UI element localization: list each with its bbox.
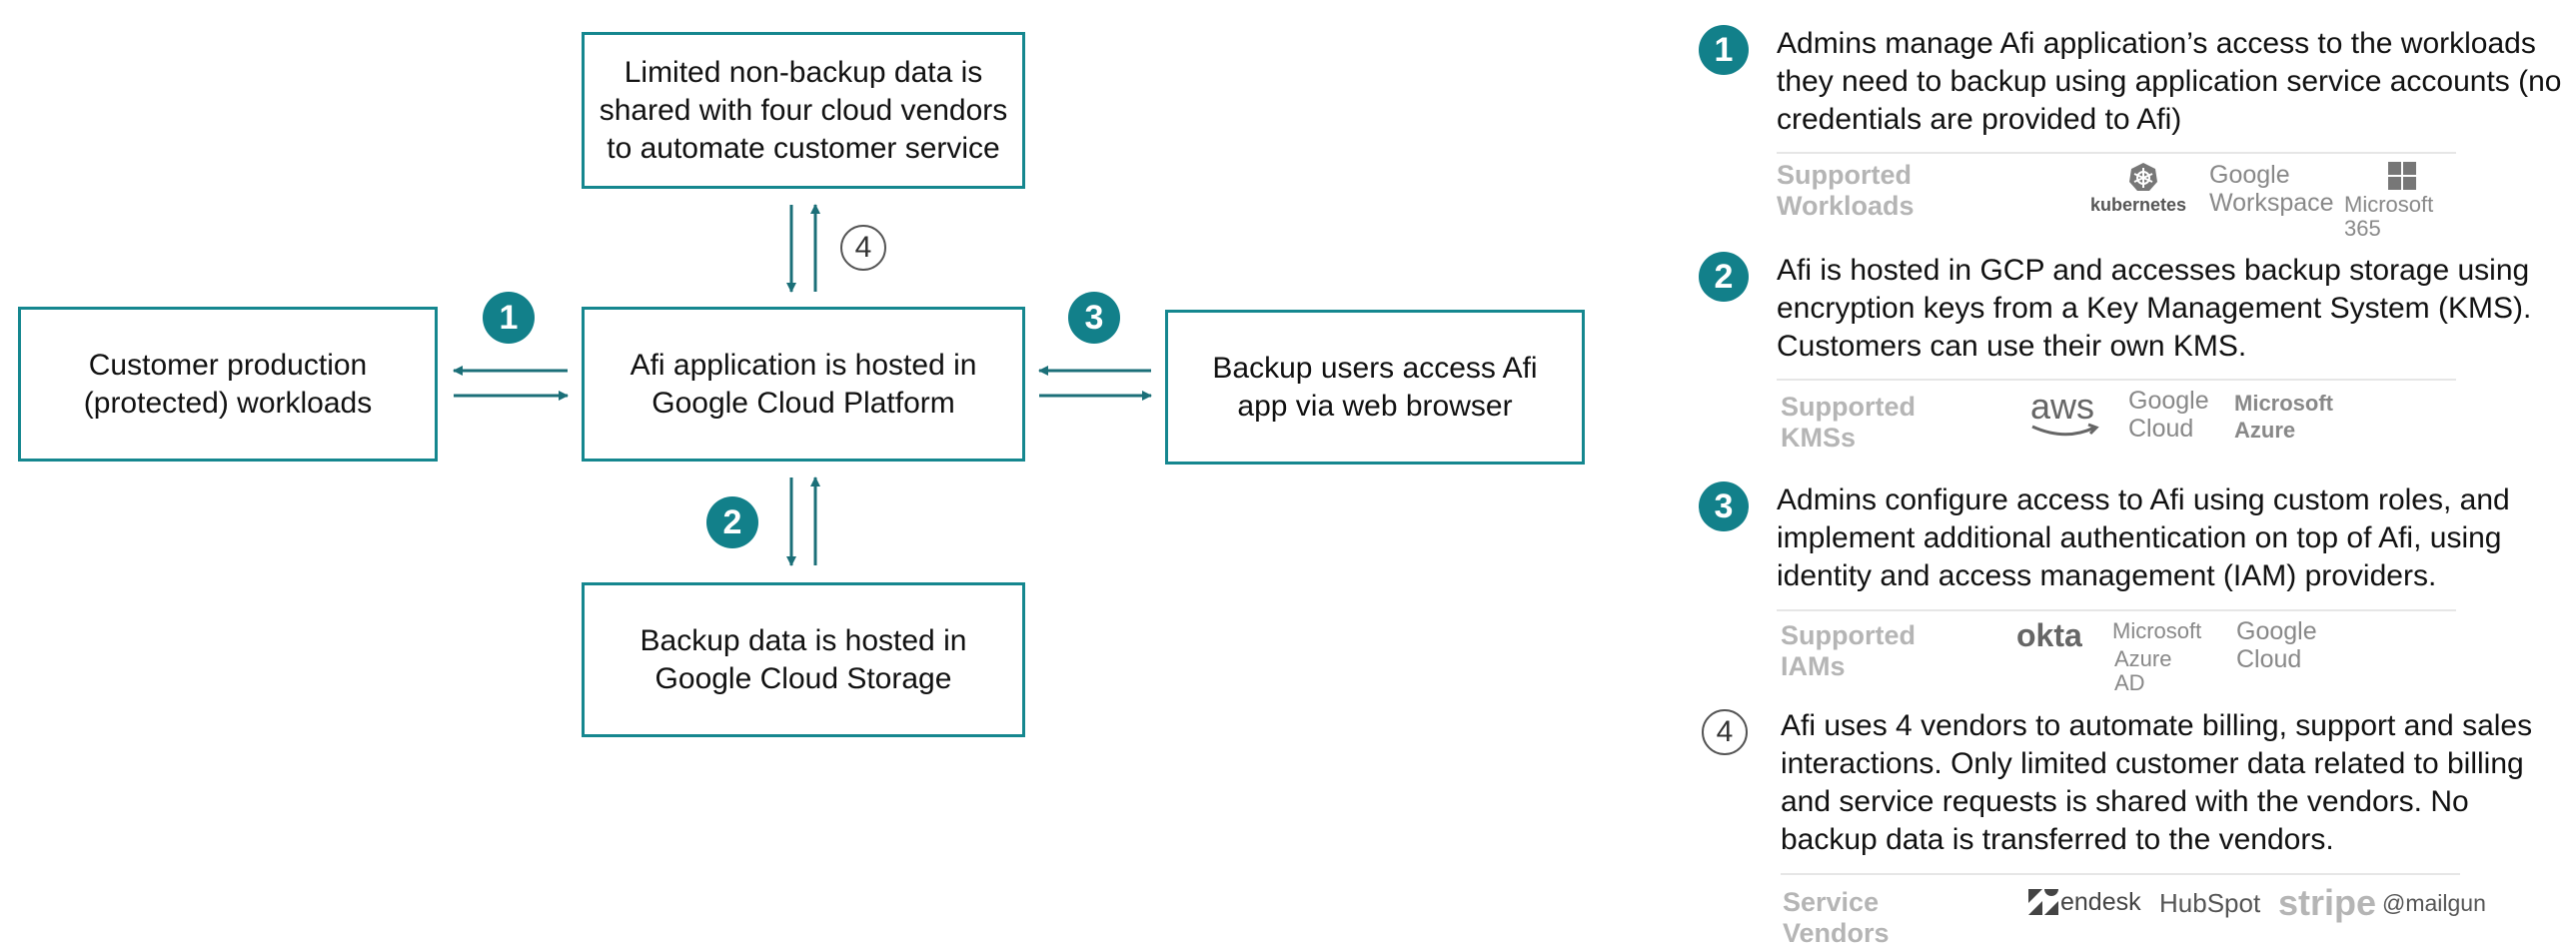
mailgun-logo-text: @mailgun	[2382, 890, 2486, 916]
divider-1	[1777, 152, 2456, 154]
legend-badge-4: 4	[1702, 709, 1748, 755]
zendesk-logo-text: endesk	[2060, 888, 2141, 916]
aws-smile-icon	[2031, 423, 2099, 437]
vendors-box: Limited non-backup data is shared with f…	[582, 32, 1025, 189]
diagram-arrows	[453, 204, 1152, 566]
storage-box: Backup data is hosted in Google Cloud St…	[582, 582, 1025, 737]
legend-text-1: Admins manage Afi application’s access t…	[1777, 27, 2562, 136]
aws-logo-text: aws	[2030, 386, 2095, 427]
legend-text-3: Admins configure access to Afi using cus…	[1777, 483, 2510, 592]
divider-2	[1777, 379, 2456, 381]
support-label-2: Supported KMSs	[1781, 392, 1916, 453]
kubernetes-logo-text: kubernetes	[2090, 195, 2187, 215]
microsoft-azure-logo-line1: Microsoft	[2234, 391, 2333, 416]
google-cloud-logo-line1: Google	[2128, 387, 2209, 415]
microsoft-365-icon	[2388, 162, 2416, 190]
legend-badge-1: 1	[1699, 25, 1749, 75]
support-label-1: Supported Workloads	[1777, 160, 1915, 221]
stripe-logo-text: stripe	[2278, 882, 2377, 923]
workloads-box: Customer production (protected) workload…	[18, 307, 438, 462]
legend-text-4: Afi uses 4 vendors to automate billing, …	[1781, 709, 2533, 856]
badge-1: 1	[483, 292, 535, 344]
microsoft-azure-logo-line2: Azure	[2234, 418, 2296, 443]
azure-ad-logo-line1: Microsoft	[2112, 618, 2202, 643]
google-workspace-logo-line1: Google	[2209, 161, 2290, 189]
zendesk-icon	[2028, 889, 2058, 915]
okta-logo-text: okta	[2016, 617, 2082, 653]
microsoft-365-logo-text: Microsoft 365	[2344, 192, 2434, 241]
legend-badge-2: 2	[1699, 252, 1749, 302]
legend-text-2: Afi is hosted in GCP and accesses backup…	[1777, 254, 2532, 363]
iam-google-cloud-logo-line2: Cloud	[2236, 645, 2302, 673]
google-cloud-logo-line2: Cloud	[2128, 415, 2194, 443]
badge-4: 4	[840, 225, 886, 271]
users-box: Backup users access Afi app via web brow…	[1165, 310, 1585, 465]
support-label-3: Supported IAMs	[1781, 620, 1916, 681]
badge-3: 3	[1068, 292, 1120, 344]
divider-3	[1777, 609, 2456, 611]
google-workspace-logo-line2: Workspace	[2209, 189, 2334, 217]
iam-google-cloud-logo-line1: Google	[2236, 617, 2317, 645]
azure-ad-logo-line2: Azure AD	[2114, 646, 2172, 695]
badge-2: 2	[706, 496, 758, 548]
support-label-4: Service Vendors	[1783, 887, 1890, 948]
hubspot-logo-text: HubSpot	[2159, 888, 2261, 918]
afi-app-box: Afi application is hosted in Google Clou…	[582, 307, 1025, 462]
kubernetes-icon	[2129, 163, 2157, 191]
divider-4	[1781, 873, 2460, 875]
legend-badge-3: 3	[1699, 481, 1749, 531]
